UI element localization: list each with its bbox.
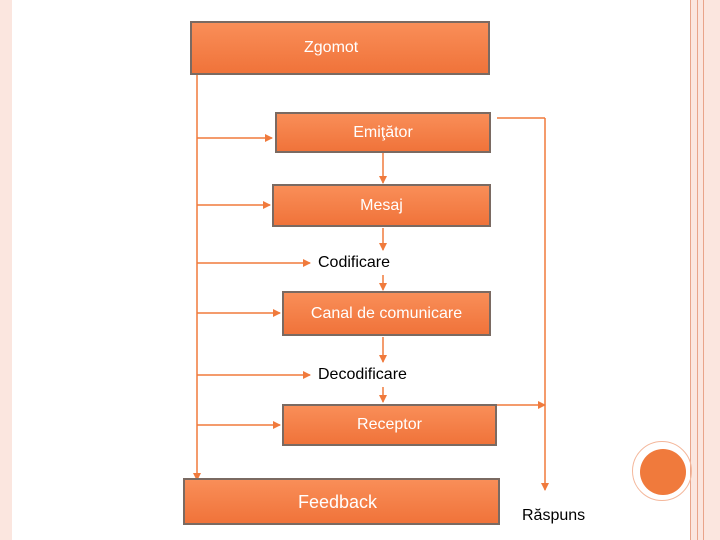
node-mesaj-label: Mesaj bbox=[360, 196, 403, 214]
node-zgomot: Zgomot bbox=[190, 21, 490, 75]
right-border-line-2 bbox=[697, 0, 698, 540]
node-decodificare: Decodificare bbox=[318, 364, 407, 386]
node-decodificare-label: Decodificare bbox=[318, 366, 407, 383]
node-emitator-label: Emiţător bbox=[353, 123, 413, 141]
node-receptor-label: Receptor bbox=[357, 416, 422, 433]
node-mesaj: Mesaj bbox=[272, 184, 491, 227]
node-canal: Canal de comunicare bbox=[282, 291, 491, 336]
node-codificare-label: Codificare bbox=[318, 254, 391, 271]
left-decorative-band bbox=[0, 0, 12, 540]
right-decorative-band bbox=[690, 0, 720, 540]
node-receptor: Receptor bbox=[282, 404, 497, 446]
node-raspuns: Răspuns bbox=[522, 505, 585, 527]
node-raspuns-label: Răspuns bbox=[522, 507, 586, 524]
node-zgomot-label: Zgomot bbox=[304, 39, 359, 56]
decorative-circle-outline bbox=[632, 441, 692, 501]
node-feedback: Feedback bbox=[183, 478, 500, 525]
node-codificare: Codificare bbox=[318, 252, 390, 274]
right-border-line-1 bbox=[690, 0, 691, 540]
right-border-line-3 bbox=[703, 0, 704, 540]
node-emitator: Emiţător bbox=[275, 112, 491, 153]
node-canal-label: Canal de comunicare bbox=[310, 304, 463, 322]
node-feedback-label: Feedback bbox=[298, 492, 378, 512]
